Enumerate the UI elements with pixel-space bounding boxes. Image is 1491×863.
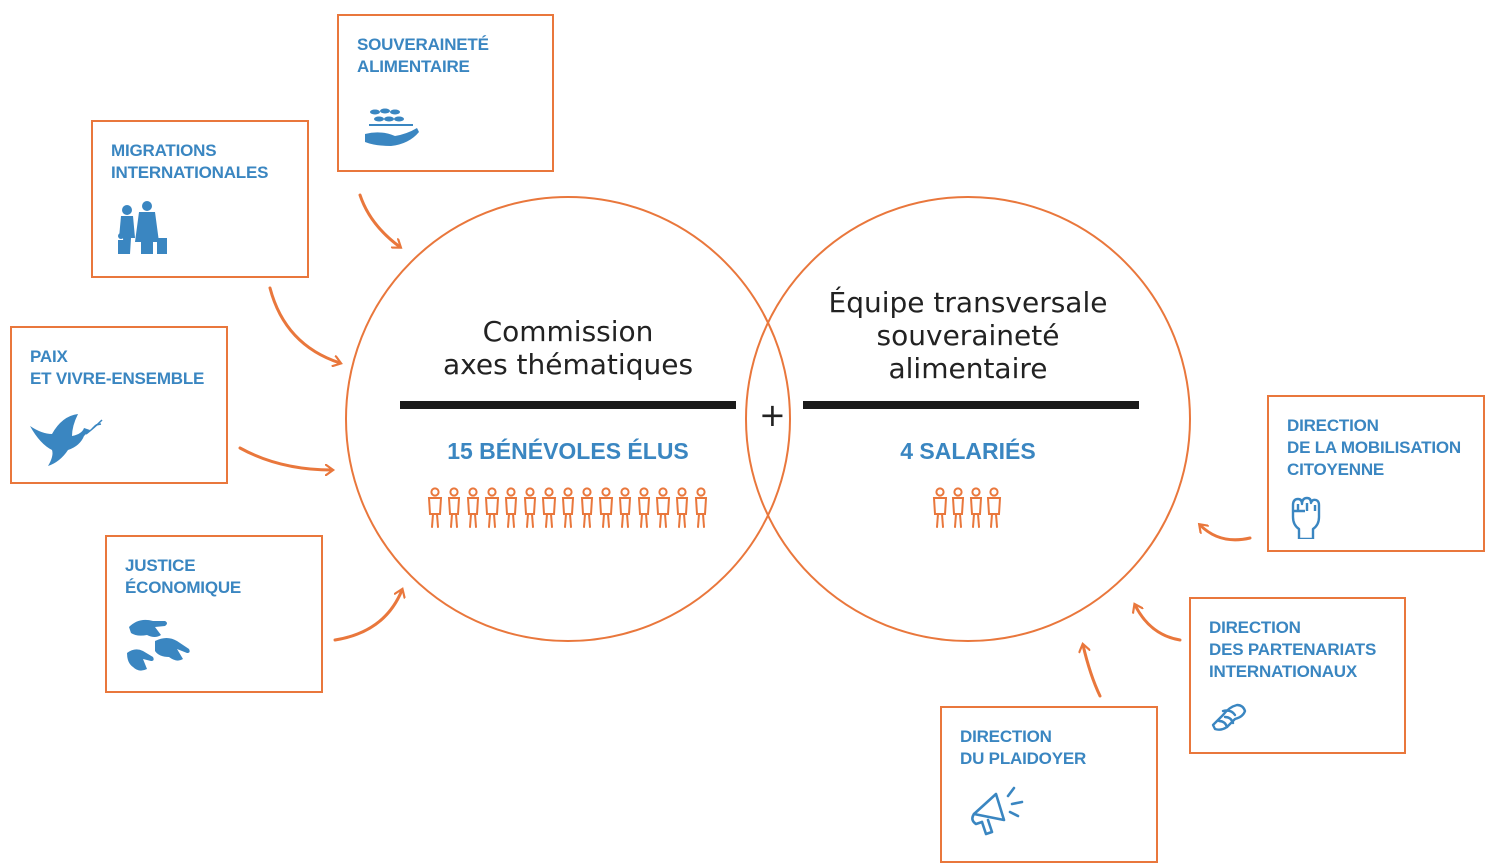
migrants-icon xyxy=(118,201,167,254)
team-circle xyxy=(745,196,1191,642)
theme-box-souverainete: SOUVERAINETÉ ALIMENTAIRE xyxy=(337,14,554,172)
arrow-plaidoyer xyxy=(1083,645,1102,698)
commission-title: Commission axes thématiques xyxy=(442,315,694,381)
arrow-justice xyxy=(333,590,402,642)
direction-box-mobilisation: DIRECTION DE LA MOBILISATION CITOYENNE xyxy=(1267,395,1485,552)
arrow-souverainete xyxy=(358,193,400,247)
theme-label: MIGRATIONS INTERNATIONALES xyxy=(111,141,269,182)
theme-box-paix: PAIX ET VIVRE-ENSEMBLE xyxy=(10,326,228,484)
commission-count-label: 15 BÉNÉVOLES ÉLUS xyxy=(447,438,689,464)
direction-label: DIRECTION DES PARTENARIATS INTERNATIONAU… xyxy=(1209,618,1377,681)
theme-label: PAIX ET VIVRE-ENSEMBLE xyxy=(30,347,205,388)
direction-label: DIRECTION DE LA MOBILISATION CITOYENNE xyxy=(1287,416,1461,479)
theme-box-migrations: MIGRATIONS INTERNATIONALES xyxy=(91,120,309,278)
direction-box-partenariats: DIRECTION DES PARTENARIATS INTERNATIONAU… xyxy=(1189,597,1406,754)
plus-sign: + xyxy=(759,396,786,434)
handshake-icon xyxy=(1211,703,1247,731)
megaphone-icon xyxy=(971,786,1024,836)
direction-box-plaidoyer: DIRECTION DU PLAIDOYER xyxy=(940,706,1158,863)
direction-label: DIRECTION DU PLAIDOYER xyxy=(960,727,1087,768)
team-divider xyxy=(803,401,1139,409)
arrow-mobilisation xyxy=(1200,525,1252,542)
commission-divider xyxy=(400,401,736,409)
team-count-label: 4 SALARIÉS xyxy=(900,438,1036,464)
theme-label: SOUVERAINETÉ ALIMENTAIRE xyxy=(357,35,489,76)
raised-fist-icon xyxy=(1291,496,1321,539)
theme-box-justice: JUSTICE ÉCONOMIQUE xyxy=(105,535,323,693)
team-title: Équipe transversale souveraineté aliment… xyxy=(828,286,1108,385)
arrow-partenariats xyxy=(1135,605,1182,642)
theme-label: JUSTICE ÉCONOMIQUE xyxy=(125,556,242,597)
arrow-paix xyxy=(238,446,332,470)
dove-icon xyxy=(30,414,103,466)
commission-circle xyxy=(345,196,791,642)
wheat-hand-icon xyxy=(365,108,419,146)
hands-icon xyxy=(127,619,190,671)
arrow-migrations xyxy=(268,286,340,363)
